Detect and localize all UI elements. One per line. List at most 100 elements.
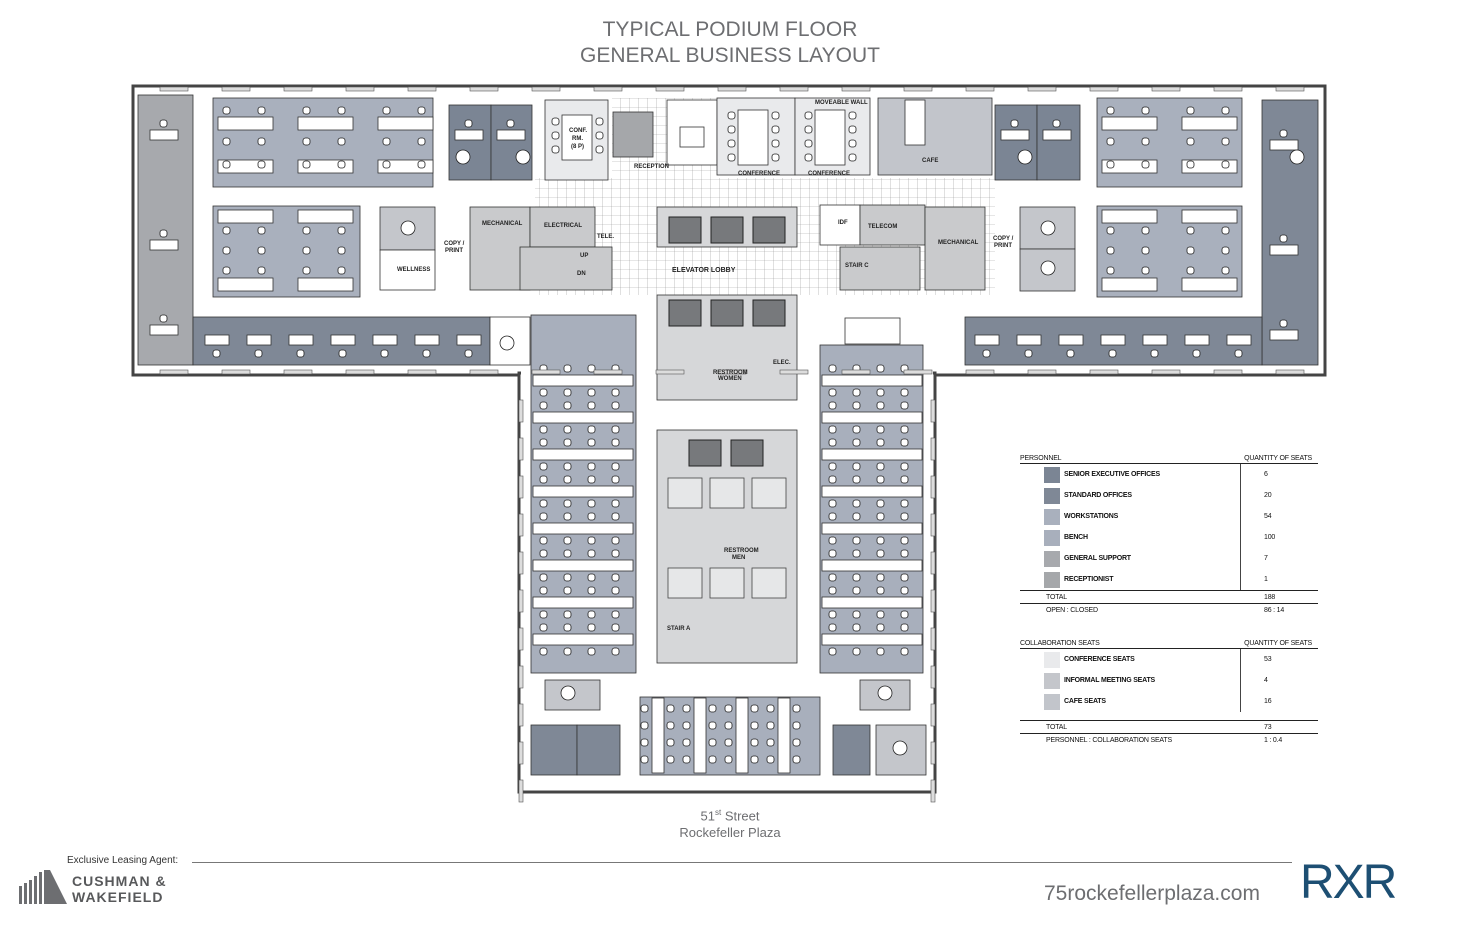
- legend-row: STANDARD OFFICES 20: [1020, 485, 1318, 506]
- window: [1213, 86, 1243, 92]
- chair-icon: [771, 139, 780, 148]
- chair-icon: [563, 623, 572, 632]
- chair-icon: [1279, 234, 1288, 243]
- desk: [1042, 129, 1072, 141]
- senior-executive-office: [1036, 104, 1081, 181]
- chair-icon: [422, 349, 431, 358]
- chair-icon: [804, 139, 813, 148]
- window: [1275, 369, 1305, 375]
- desk: [149, 129, 179, 141]
- legend-total: 73: [1264, 723, 1272, 731]
- chair-icon: [750, 738, 759, 747]
- desk: [821, 633, 923, 646]
- chair-icon: [828, 573, 837, 582]
- chair-icon: [1186, 266, 1195, 275]
- standard-office: [832, 724, 871, 776]
- legend-ratio-label: OPEN : CLOSED: [1046, 606, 1098, 614]
- electrical-room: [529, 206, 596, 248]
- chair-icon: [828, 364, 837, 373]
- chair-icon: [563, 425, 572, 434]
- chair-icon: [159, 119, 168, 128]
- chair-icon: [828, 586, 837, 595]
- chair-icon: [257, 137, 266, 146]
- window: [531, 86, 561, 92]
- chair-icon: [611, 586, 620, 595]
- legend-swatch: [1044, 508, 1060, 525]
- chair-icon: [792, 738, 801, 747]
- chair-icon: [222, 226, 231, 235]
- website-link[interactable]: 75rockefellerplaza.com: [1044, 882, 1260, 905]
- chair-icon: [708, 755, 717, 764]
- chair-icon: [539, 462, 548, 471]
- chair-icon: [551, 131, 560, 140]
- chair-icon: [828, 401, 837, 410]
- chair-icon: [1279, 319, 1288, 328]
- chair-icon: [900, 401, 909, 410]
- desk: [1142, 334, 1168, 346]
- window: [965, 369, 995, 375]
- chair-icon: [539, 536, 548, 545]
- desk: [1101, 209, 1158, 224]
- chair-icon: [1221, 226, 1230, 235]
- chair-icon: [852, 401, 861, 410]
- room-label: ELEVATOR LOBBY: [672, 267, 736, 274]
- chair-icon: [900, 425, 909, 434]
- chair-icon: [876, 573, 885, 582]
- chair-icon: [900, 549, 909, 558]
- chair-icon: [222, 266, 231, 275]
- chair-icon: [159, 229, 168, 238]
- desk: [904, 99, 926, 146]
- informal-meeting-area: [859, 679, 911, 711]
- chair-icon: [302, 160, 311, 169]
- chair-icon: [682, 755, 691, 764]
- chair-icon: [382, 106, 391, 115]
- chair-icon: [876, 586, 885, 595]
- legend-swatch: [1044, 672, 1060, 689]
- chair-icon: [539, 425, 548, 434]
- chair-icon: [828, 499, 837, 508]
- chair-icon: [876, 364, 885, 373]
- chair-icon: [876, 438, 885, 447]
- chair-icon: [1141, 226, 1150, 235]
- chair-icon: [1066, 349, 1075, 358]
- desk: [377, 116, 434, 131]
- chair-icon: [1141, 160, 1150, 169]
- desk: [693, 697, 707, 774]
- chair-icon: [771, 125, 780, 134]
- chair-icon: [551, 145, 560, 154]
- chair-icon: [417, 106, 426, 115]
- chair-icon: [666, 738, 675, 747]
- chair-icon: [382, 137, 391, 146]
- chair-icon: [563, 499, 572, 508]
- chair-icon: [852, 573, 861, 582]
- chair-icon: [708, 738, 717, 747]
- window: [903, 86, 933, 92]
- chair-icon: [539, 475, 548, 484]
- window: [531, 369, 561, 375]
- chair-icon: [876, 512, 885, 521]
- legend-qty: 7: [1264, 555, 1268, 562]
- chair-icon: [900, 623, 909, 632]
- window: [779, 369, 809, 375]
- desk: [821, 485, 923, 498]
- chair-icon: [1186, 160, 1195, 169]
- chair-icon: [539, 623, 548, 632]
- desk: [149, 324, 179, 336]
- desk: [217, 116, 274, 131]
- chair-icon: [1141, 246, 1150, 255]
- room-label: UP: [580, 253, 588, 259]
- elevator-car: [668, 299, 702, 327]
- street-name: Street: [724, 808, 760, 824]
- window: [1151, 86, 1181, 92]
- window: [930, 741, 936, 765]
- round-table-icon: [892, 740, 908, 756]
- elevator-car: [668, 216, 702, 244]
- chair-icon: [1186, 106, 1195, 115]
- chair-icon: [1192, 349, 1201, 358]
- window: [221, 86, 251, 92]
- window: [717, 86, 747, 92]
- window: [345, 86, 375, 92]
- chair-icon: [337, 160, 346, 169]
- legend-divider: [1240, 649, 1241, 712]
